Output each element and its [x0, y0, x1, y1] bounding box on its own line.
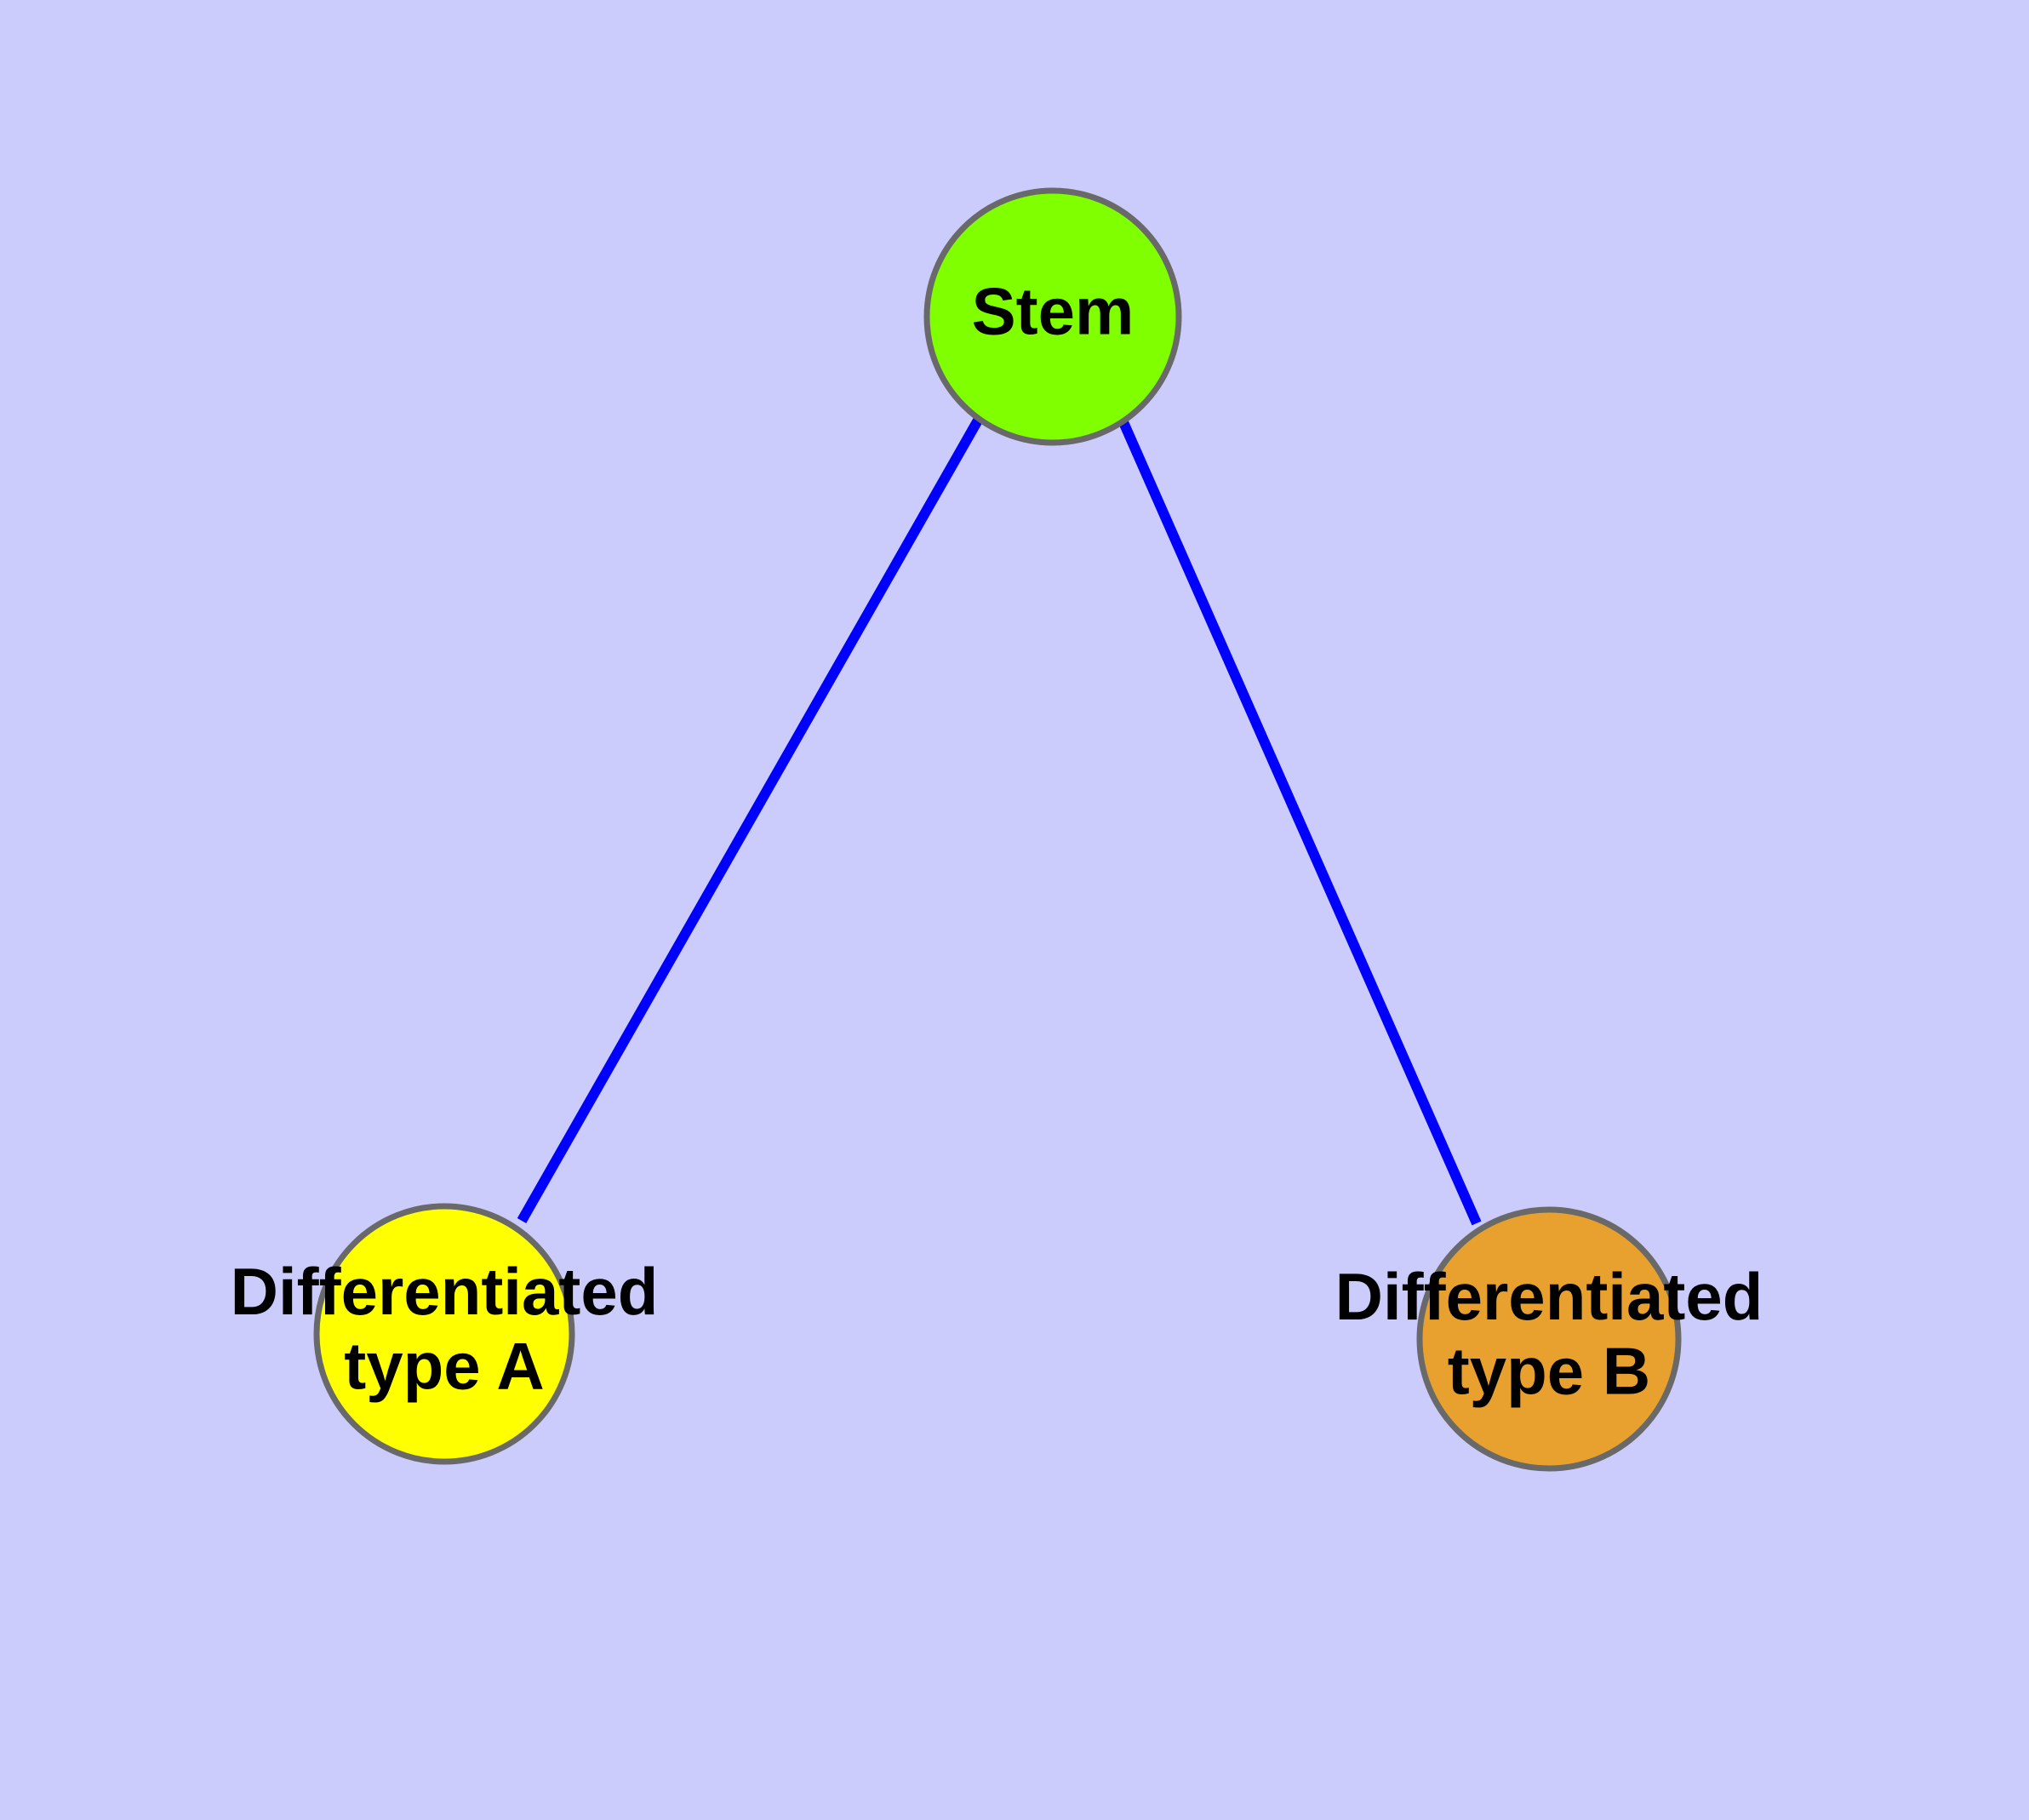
- edge-layer: [517, 416, 1482, 1226]
- node-layer: [313, 187, 1682, 1472]
- graph-node-diff-b[interactable]: [1416, 1206, 1682, 1472]
- node-label-diff-a-line2: type A: [344, 1328, 545, 1403]
- graph-node-diff-a[interactable]: [313, 1203, 575, 1465]
- graph-node-stem[interactable]: [923, 187, 1182, 446]
- node-label-diff-b-line2: type B: [1448, 1333, 1650, 1408]
- graph-edge-stem-to-diff-a[interactable]: [517, 416, 984, 1223]
- node-label-stem-line1: Stem: [972, 274, 1135, 349]
- graph-edge-stem-to-diff-b[interactable]: [1118, 420, 1482, 1226]
- node-label-diff-b-line1: Differentiated: [1335, 1259, 1763, 1334]
- node-label-diff-a-line1: Differentiated: [231, 1254, 659, 1329]
